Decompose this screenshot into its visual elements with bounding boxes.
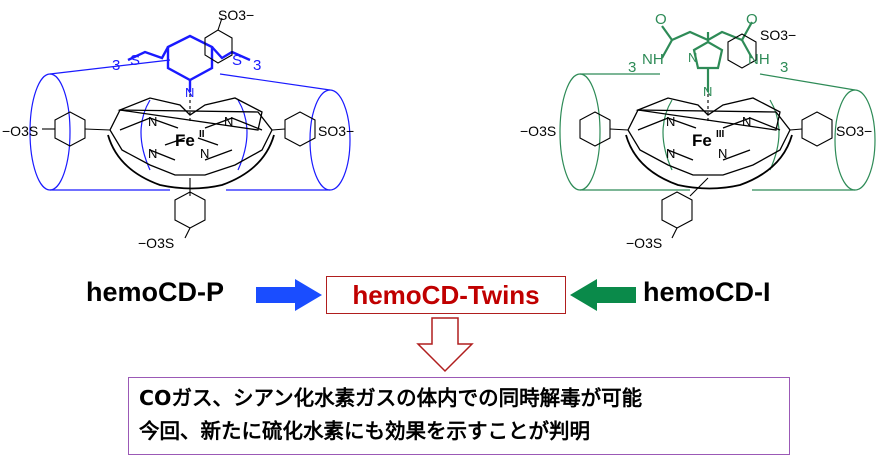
- right-carbonyl-o-right: O: [746, 11, 758, 28]
- right-aryl-right: [789, 111, 833, 147]
- left-porphyrin-n-1: N: [148, 114, 157, 129]
- right-amide-nh-left: NH: [642, 51, 664, 68]
- right-porphyrin-n-3: N: [666, 146, 675, 161]
- right-aryl-top: [727, 33, 757, 69]
- right-so3-top: SO3−: [760, 27, 796, 43]
- hemocd-twins-label: hemoCD-Twins: [352, 279, 540, 310]
- hemocd-p-label: hemoCD-P: [86, 277, 225, 307]
- left-aryl-left: [42, 111, 111, 147]
- left-linker-count-right: 3: [253, 57, 261, 74]
- left-so3-left: −O3S: [2, 123, 38, 139]
- hemocd-i-label: hemoCD-I: [643, 277, 771, 307]
- left-sulfur-right: S: [232, 52, 242, 69]
- blue-right-arrow: [256, 279, 322, 311]
- left-cd-cage: [29, 59, 351, 191]
- right-iron-oxidation: III: [716, 129, 725, 140]
- left-porphyrin-n-2: N: [224, 114, 233, 129]
- right-iron-symbol: Fe: [692, 131, 712, 150]
- red-down-arrow: [416, 317, 474, 373]
- left-pyridine-n: N: [185, 85, 194, 100]
- left-molecule: 3 S S 3 N SO3− −O3S SO3− −O3S N N N N Fe…: [2, 7, 354, 251]
- right-imidazole-strap: [661, 21, 753, 92]
- right-imidazole-n-1: N: [688, 50, 697, 65]
- right-imidazole-n-2: N: [703, 84, 712, 99]
- right-carbonyl-o-left: O: [655, 11, 667, 28]
- summary-line-1: COガス、シアン化水素ガスの体内での同時解毒が可能: [139, 386, 643, 410]
- left-so3-bottom: −O3S: [138, 235, 174, 251]
- right-cd-cage: [559, 73, 876, 191]
- right-linker-count-right: 3: [780, 59, 788, 76]
- right-porphyrin-n-2: N: [742, 114, 751, 129]
- right-so3-right: SO3−: [836, 123, 872, 139]
- green-left-arrow: [570, 279, 636, 311]
- hemocd-twins-box: hemoCD-Twins: [326, 276, 566, 314]
- left-so3-right: SO3−: [318, 123, 354, 139]
- left-aryl-right: [271, 111, 316, 147]
- right-linker-count-left: 3: [628, 59, 636, 76]
- right-amide-nh-right: NH: [748, 51, 770, 68]
- left-porphyrin-n-3: N: [148, 146, 157, 161]
- right-porphyrin-n-4: N: [718, 146, 727, 161]
- left-so3-top: SO3−: [218, 7, 254, 23]
- left-porphyrin: [107, 97, 275, 190]
- summary-note-box: COガス、シアン化水素ガスの体内での同時解毒が可能 今回、新たに硫化水素にも効果…: [128, 377, 790, 455]
- left-sulfur-left: S: [130, 52, 140, 69]
- left-aryl-bottom: [174, 178, 206, 239]
- left-porphyrin-n-4: N: [200, 146, 209, 161]
- right-so3-left: −O3S: [520, 123, 556, 139]
- right-porphyrin-n-1: N: [666, 114, 675, 129]
- right-molecule: O O NH NH 3 3 N N SO3− −O3S SO3− −O3S N …: [520, 11, 876, 251]
- left-iron-oxidation: II: [199, 129, 205, 140]
- summary-line-2: 今回、新たに硫化水素にも効果を示すことが判明: [139, 419, 590, 443]
- right-so3-bottom: −O3S: [626, 235, 662, 251]
- right-aryl-left: [579, 111, 629, 147]
- left-pyridine-strap: [127, 34, 251, 92]
- right-porphyrin: [625, 97, 793, 190]
- left-aryl-top: [204, 17, 233, 64]
- left-iron-symbol: Fe: [175, 131, 195, 150]
- right-aryl-bottom: [661, 177, 709, 239]
- left-linker-count-left: 3: [112, 57, 120, 74]
